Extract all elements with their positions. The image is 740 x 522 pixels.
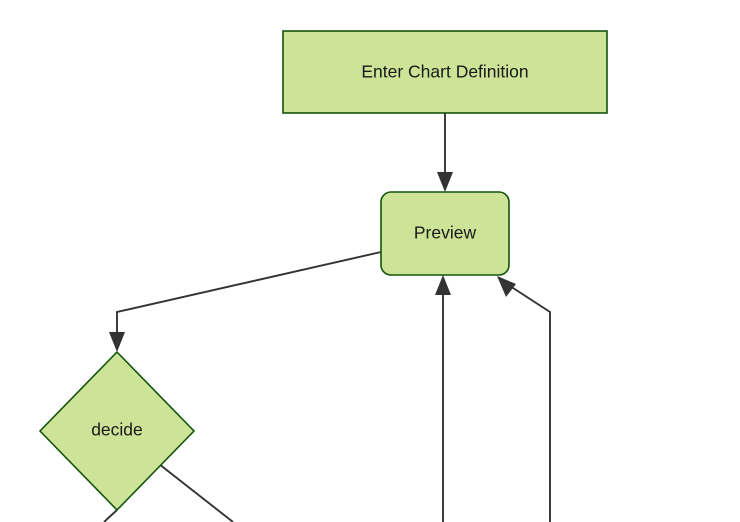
edge-bottom-right-to-preview <box>497 276 551 522</box>
arrowhead-icon <box>109 332 125 352</box>
node-shape-diamond <box>38 350 196 512</box>
edge-bottom-center-to-preview <box>435 275 451 522</box>
node-enter-chart-definition[interactable]: Enter Chart Definition <box>282 30 608 114</box>
edge-line <box>509 285 551 522</box>
edge-decide-right-branch <box>158 463 234 522</box>
edge-line <box>103 509 118 522</box>
node-label-decide: decide <box>91 420 143 440</box>
edge-enter-to-preview <box>437 113 453 192</box>
node-label-preview: Preview <box>414 223 477 243</box>
edge-decide-bottom-branch <box>103 509 118 522</box>
node-shape-rectangle <box>282 30 608 114</box>
edge-line <box>158 463 234 522</box>
node-label-enter-chart-definition: Enter Chart Definition <box>361 62 528 82</box>
arrowhead-icon <box>497 276 516 297</box>
node-preview[interactable]: Preview <box>380 191 510 276</box>
arrowhead-icon <box>435 275 451 295</box>
node-shape-rounded-rectangle <box>380 191 510 276</box>
edge-preview-to-decide <box>109 251 382 352</box>
edge-line <box>116 251 382 337</box>
arrowhead-icon <box>437 172 453 192</box>
node-decide[interactable]: decide <box>38 350 196 512</box>
